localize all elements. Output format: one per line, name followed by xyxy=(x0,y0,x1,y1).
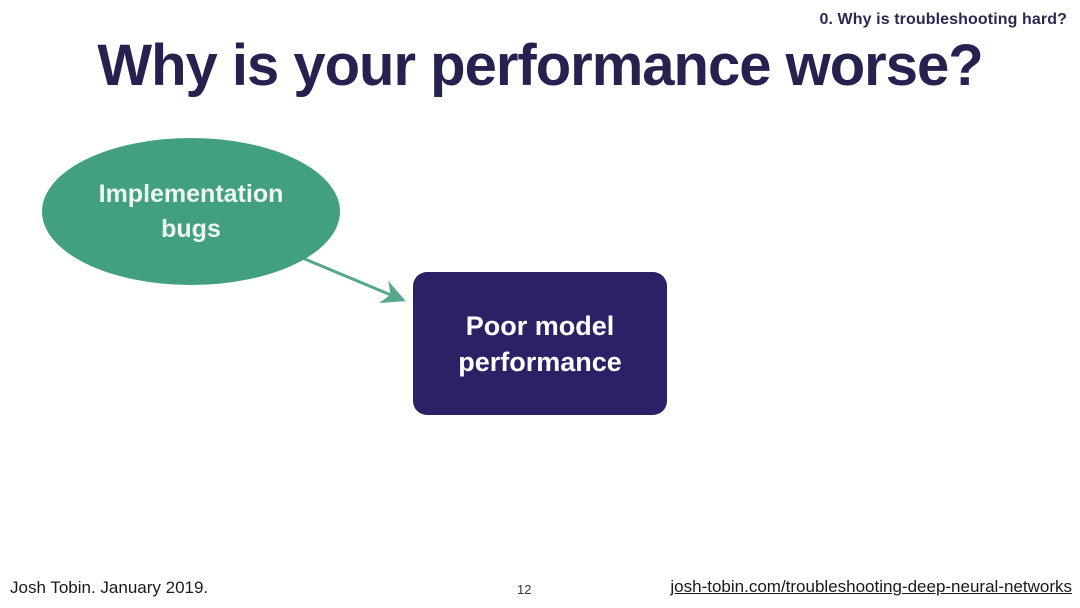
node-implementation-bugs-line2: bugs xyxy=(161,214,221,243)
node-poor-model-performance: Poor model performance xyxy=(413,272,667,415)
node-implementation-bugs: Implementation bugs xyxy=(42,138,340,285)
node-poor-model-performance-line1: Poor model xyxy=(465,310,615,341)
node-implementation-bugs-line1: Implementation xyxy=(98,179,284,208)
slide-title: Why is your performance worse? xyxy=(97,33,983,98)
node-poor-model-performance-line2: performance xyxy=(458,346,622,377)
section-header: 0. Why is troubleshooting hard? xyxy=(819,11,1067,28)
footer-link[interactable]: josh-tobin.com/troubleshooting-deep-neur… xyxy=(670,577,1072,596)
footer-page-number: 12 xyxy=(517,582,532,597)
footer-author: Josh Tobin. January 2019. xyxy=(10,578,209,597)
